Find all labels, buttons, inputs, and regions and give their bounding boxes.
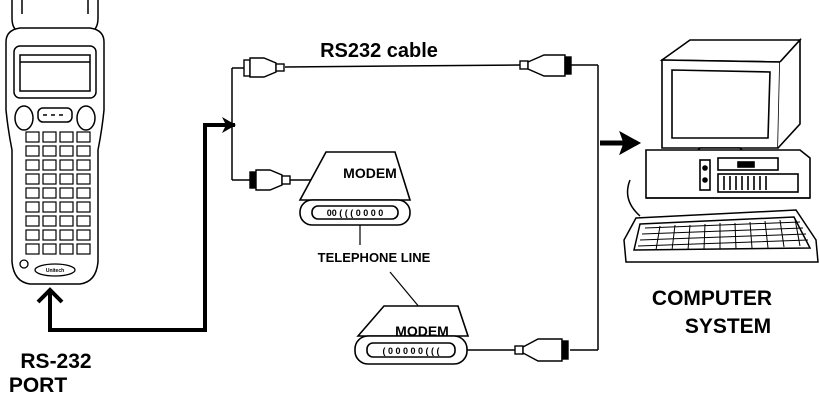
branch-arrowhead [222,117,236,133]
computer-monitor [659,37,802,157]
modem-top [298,151,412,226]
modem-top-label: MODEM [343,165,397,181]
computer-keyboard [623,179,819,263]
computer-arrow [600,130,642,156]
terminal-brand-label: Unitech [46,268,64,274]
modem-bottom-lights: ( 0 0 0 0 0 ( ( ( [382,346,439,356]
computer-label-line1: COMPUTER [652,287,772,310]
port-label-line2: PORT [9,374,68,397]
connector-top-left [243,57,285,78]
modem-top-lights: 00 ( ( ( 0 0 0 0 [327,208,384,218]
computer-case [645,149,811,199]
connection-lines [48,64,599,351]
port-label-line1: RS-232 [20,350,91,373]
modem-bottom [354,305,470,365]
modem-bottom-label: MODEM [395,323,449,339]
connector-bottom [514,338,569,362]
telephone-line-lower [389,271,421,309]
connector-top-right [519,54,572,77]
port-up-arrow [36,287,64,304]
computer-label-line2: SYSTEM [685,315,771,338]
port-cable-line [48,123,235,332]
rs232-cable-label: RS232 cable [320,40,438,62]
connector-modem-top [249,169,291,191]
terminal-keypad [25,131,91,255]
telephone-line-label: TELEPHONE LINE [318,250,431,265]
terminal-bottom [19,259,76,277]
rs232-cable-line [284,64,521,68]
